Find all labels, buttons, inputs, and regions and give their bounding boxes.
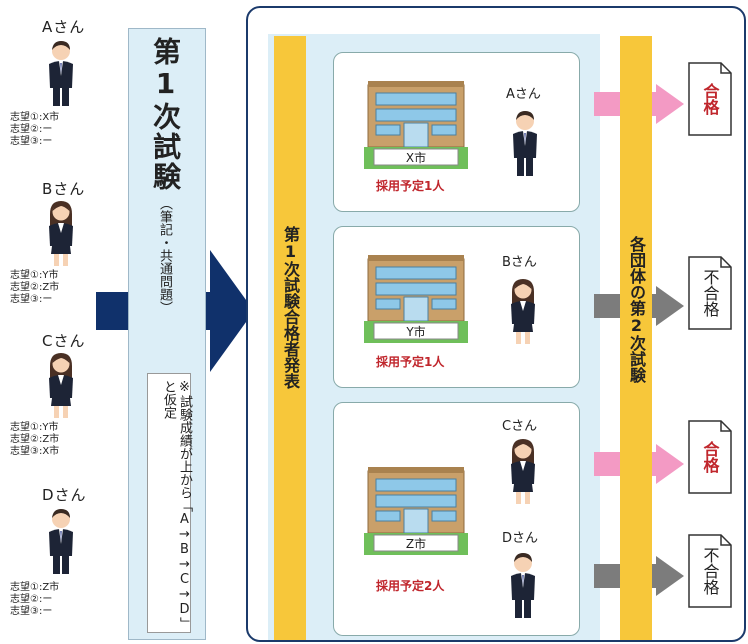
applicant-name: Dさん xyxy=(502,531,539,546)
female-person-icon xyxy=(49,353,73,418)
result-label: 合格 xyxy=(700,83,720,115)
preference-1: 志望①:Y市 xyxy=(10,270,59,281)
city-name: Z市 xyxy=(405,537,427,551)
preference-1: 志望①:Y市 xyxy=(10,422,59,433)
preference-2: 志望②:Z市 xyxy=(10,282,60,293)
city-panel-x: X市 採用予定1人 Aさん xyxy=(333,52,580,212)
female-person-icon xyxy=(511,279,535,344)
document-icon xyxy=(688,256,732,330)
city-hall-icon xyxy=(364,467,468,555)
preference-3: 志望③:X市 xyxy=(10,446,60,457)
hiring-quota: 採用予定1人 xyxy=(376,179,445,193)
applicant-name: Aさん xyxy=(506,87,541,102)
preference-3: 志望③:ー xyxy=(10,294,53,305)
male-person-icon xyxy=(49,509,73,574)
candidate-preferences: 志望①:X市 志望②:ー 志望③:ー xyxy=(10,112,59,148)
preference-1: 志望①:X市 xyxy=(10,112,60,123)
first-exam-column: 第1次試験 （筆記・共通問題） ※試験成績が上から「A→B→C→D」と仮定 xyxy=(128,28,206,640)
candidate-a: Aさん 志望①:X市 志望②:ー 志望③:ー xyxy=(0,0,110,160)
male-person-icon xyxy=(49,41,73,106)
preference-2: 志望②:ー xyxy=(10,124,53,135)
ranking-note-box: ※試験成績が上から「A→B→C→D」と仮定 xyxy=(147,373,192,633)
pass-announcement-band: 第1次試験合格者発表 xyxy=(274,36,306,640)
applicant-name: Bさん xyxy=(502,255,537,270)
pass-announcement-label: 第1次試験合格者発表 xyxy=(281,226,300,389)
candidate-b: Bさん 志望①:Y市 志望②:Z市 志望③:ー xyxy=(0,160,110,320)
ranking-note: ※試験成績が上から「A→B→C→D」と仮定 xyxy=(161,380,192,630)
second-exam-label: 各団体の第2次試験 xyxy=(627,236,646,383)
result-document-c: 合格 xyxy=(688,420,732,494)
city-hall-icon xyxy=(364,255,468,343)
result-label: 合格 xyxy=(700,441,720,473)
preference-2: 志望②:Z市 xyxy=(10,434,60,445)
candidate-preferences: 志望①:Y市 志望②:Z市 志望③:X市 xyxy=(10,422,59,458)
male-person-icon xyxy=(513,111,537,176)
document-icon xyxy=(688,62,732,136)
city-name: X市 xyxy=(405,151,427,165)
city-name: Y市 xyxy=(406,325,426,339)
result-label: 不合格 xyxy=(700,269,720,317)
preference-1: 志望①:Z市 xyxy=(10,582,60,593)
female-person-icon xyxy=(511,439,535,504)
preference-2: 志望②:ー xyxy=(10,594,53,605)
candidate-preferences: 志望①:Z市 志望②:ー 志望③:ー xyxy=(10,582,59,618)
preference-3: 志望③:ー xyxy=(10,136,53,147)
first-exam-subtitle: （筆記・共通問題） xyxy=(157,197,172,314)
preference-3: 志望③:ー xyxy=(10,606,53,617)
result-document-d: 不合格 xyxy=(688,534,732,608)
second-exam-band: 各団体の第2次試験 xyxy=(620,36,652,640)
result-label: 不合格 xyxy=(700,547,720,595)
document-icon xyxy=(688,420,732,494)
candidate-name: Aさん xyxy=(42,18,86,36)
city-panel-y: Y市 採用予定1人 Bさん xyxy=(333,226,580,388)
female-person-icon xyxy=(49,201,73,266)
result-document-b: 不合格 xyxy=(688,256,732,330)
candidate-name: Dさん xyxy=(42,486,87,504)
result-document-a: 合格 xyxy=(688,62,732,136)
candidate-c: Cさん 志望①:Y市 志望②:Z市 志望③:X市 xyxy=(0,320,110,480)
first-exam-title: 第1次試験 xyxy=(149,37,182,192)
applicant-name: Cさん xyxy=(502,419,538,434)
candidate-d: Dさん 志望①:Z市 志望②:ー 志望③:ー xyxy=(0,480,110,644)
hiring-quota: 採用予定1人 xyxy=(376,355,445,369)
city-hall-icon xyxy=(364,81,468,169)
male-person-icon xyxy=(511,553,535,618)
city-panel-z: Z市 採用予定2人 Cさん Dさん xyxy=(333,402,580,636)
document-icon xyxy=(688,534,732,608)
candidate-preferences: 志望①:Y市 志望②:Z市 志望③:ー xyxy=(10,270,59,306)
candidate-name: Bさん xyxy=(42,180,86,198)
candidate-name: Cさん xyxy=(42,332,86,350)
hiring-quota: 採用予定2人 xyxy=(376,579,445,593)
